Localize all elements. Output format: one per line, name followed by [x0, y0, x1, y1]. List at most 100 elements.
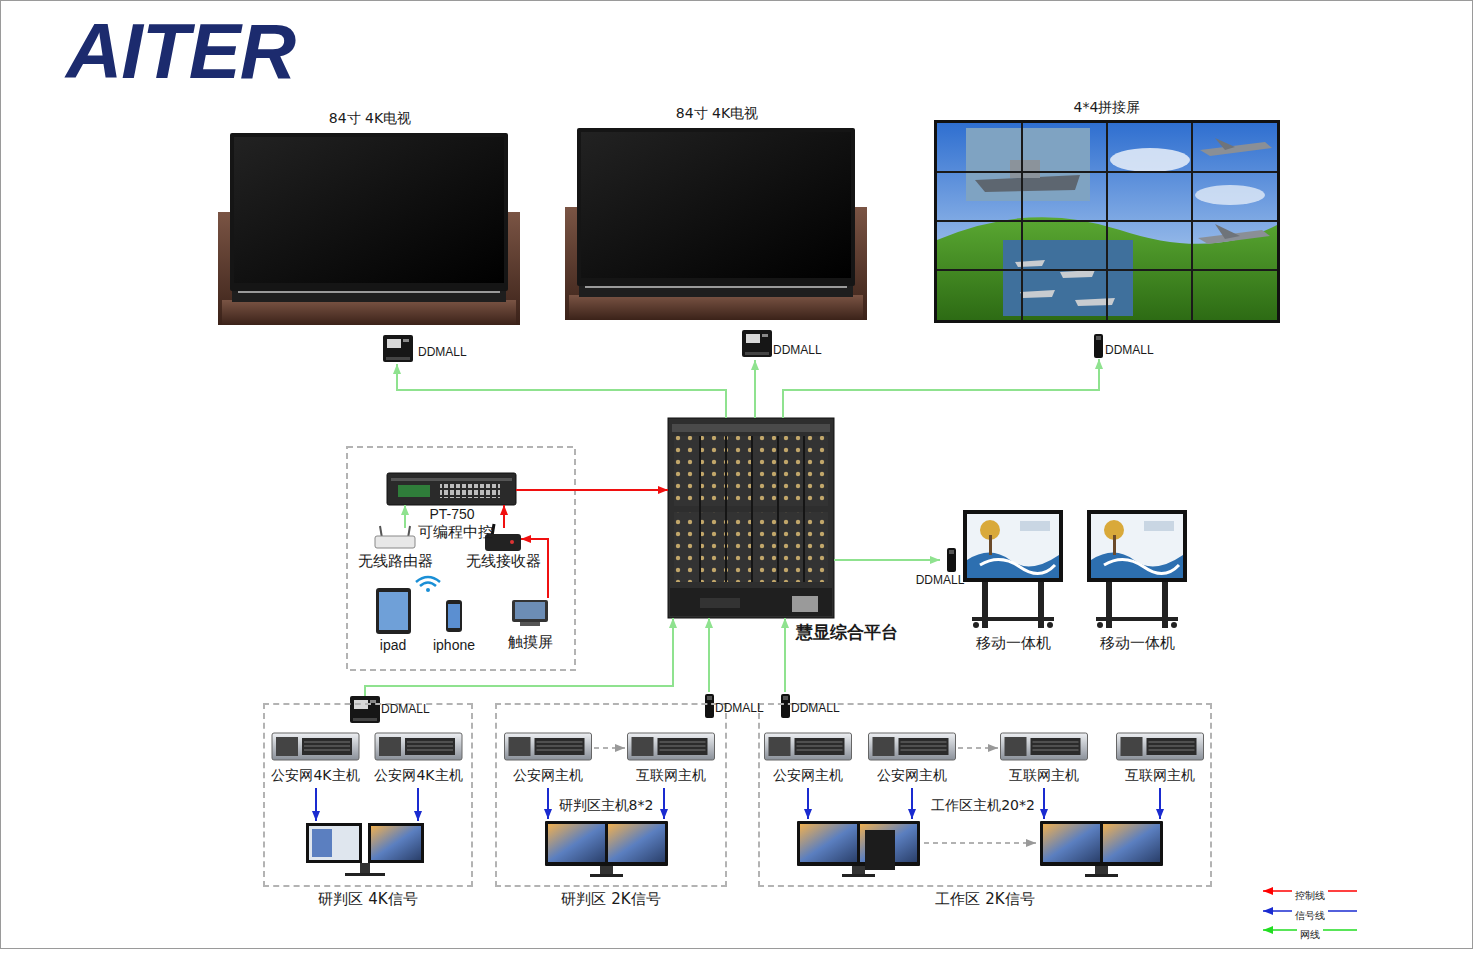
- video-wall: [934, 120, 1280, 323]
- host-server: 互联网主机: [1114, 732, 1206, 786]
- node-label: 工作区 2K信号: [760, 891, 1210, 908]
- host-server: 公安网主机: [762, 732, 854, 786]
- router-icon: [375, 526, 415, 548]
- server-illustration: [1001, 733, 1088, 760]
- text-slot: 工作区 2K信号: [760, 891, 1210, 908]
- note-label: 工作区主机20*2: [923, 797, 1043, 813]
- ipad-icon: [376, 588, 411, 634]
- legend-label: 网线: [1297, 929, 1323, 941]
- text-slot: 网线: [1270, 923, 1350, 942]
- platform-chassis: [792, 596, 818, 612]
- node-label: 移动一体机: [960, 635, 1066, 652]
- decoder-box: DDMALL: [741, 328, 833, 360]
- node-label: 84寸 4K电视: [215, 110, 525, 126]
- touch-panel-icon: [512, 600, 548, 622]
- integrated-platform: 慧显综合平台: [668, 418, 834, 618]
- host-server: 公安网主机: [502, 732, 594, 786]
- node-label: ipad: [363, 637, 423, 653]
- iphone-icon: [446, 600, 462, 632]
- controller-device: [387, 473, 516, 505]
- node-label: 无线接收器: [463, 553, 543, 570]
- node-label: 公安网主机: [866, 767, 958, 783]
- wireless-router: 无线路由器: [375, 528, 415, 550]
- server-illustration: [628, 733, 715, 760]
- text-slot: ipad: [363, 637, 423, 653]
- text-slot: DDMALL: [791, 702, 847, 716]
- node-label: 互联网主机: [1114, 767, 1206, 783]
- decoder-box: DDMALL: [940, 546, 966, 574]
- decoder-box: DDMALL: [1092, 331, 1164, 359]
- controller-device: [391, 478, 512, 481]
- monitor-illustration: [306, 823, 362, 863]
- node-label: 公安网主机: [502, 767, 594, 783]
- monitor-illustration: [306, 821, 1163, 877]
- tv-illustration: [218, 133, 520, 325]
- video-wall: [937, 123, 1277, 320]
- text-slot: 4*4拼接屏: [930, 99, 1284, 115]
- text-slot: 互联网主机: [1114, 767, 1206, 783]
- wifi-symbol: [426, 588, 430, 592]
- host-server: 公安网4K主机: [265, 732, 366, 786]
- signal-arrow: [417, 788, 419, 821]
- wifi-symbol: [416, 577, 440, 592]
- ddmall-icon: [947, 548, 956, 572]
- server-illustration: [869, 733, 956, 760]
- monitor-illustration: [368, 823, 424, 863]
- server-illustration: [375, 733, 462, 760]
- zone-group: 工作区 2K信号公安网主机公安网主机互联网主机互联网主机: [758, 703, 1212, 887]
- text-slot: 无线路由器: [350, 553, 440, 570]
- server-illustration: [505, 733, 592, 760]
- tv-illustration: [218, 128, 867, 325]
- node-label: 慧显综合平台: [796, 623, 916, 643]
- node-label: 互联网主机: [998, 767, 1090, 783]
- text-slot: DDMALL: [418, 346, 478, 360]
- host-server: 公安网4K主机: [368, 732, 469, 786]
- text-slot: 工作区主机20*2: [923, 797, 1043, 813]
- video-wall: [1195, 185, 1265, 205]
- dashed-arrow: [924, 842, 1036, 844]
- platform-chassis: [668, 418, 834, 618]
- wifi-symbol: [420, 583, 436, 587]
- connector: [404, 505, 406, 528]
- video-wall: [1075, 298, 1115, 306]
- ddmall-icon: [1094, 334, 1103, 358]
- router-icon: [375, 536, 415, 548]
- video-wall: [1215, 138, 1235, 150]
- text-slot: 触摸屏: [500, 634, 560, 651]
- platform-chassis: [725, 436, 727, 582]
- phone: iphone: [444, 598, 464, 634]
- legend-label: 控制线: [1292, 890, 1328, 902]
- zone-group: 研判区 2K信号公安网主机互联网主机: [495, 703, 727, 887]
- encoder-box: DDMALL: [780, 692, 846, 718]
- video-wall: [937, 123, 1277, 320]
- node-label: 移动一体机: [1084, 635, 1190, 652]
- ddmall-icon: [705, 694, 714, 718]
- logo-text: AITER: [66, 12, 326, 90]
- kiosk-illustration: [963, 510, 1187, 628]
- signal-arrow: [316, 788, 1160, 821]
- text-slot: 控制线: [1270, 884, 1350, 903]
- central-controller: PT-750可编程中控: [387, 473, 516, 505]
- ddmall-icon: [383, 335, 413, 362]
- node-label: 研判区 2K信号: [497, 891, 725, 908]
- video-wall: [937, 171, 1277, 173]
- text-slot: 可编程中控: [418, 524, 498, 541]
- text-slot: 无线接收器: [463, 553, 543, 570]
- controller-device: [398, 485, 430, 497]
- ddmall-icon: [742, 330, 772, 357]
- node-label: iphone: [424, 637, 484, 653]
- node-label: DDMALL: [791, 702, 847, 716]
- connector: [516, 489, 668, 491]
- connector: [708, 618, 710, 692]
- text-slot: DDMALL: [715, 702, 771, 716]
- text-slot: iphone: [424, 637, 484, 653]
- text-slot: 公安网主机: [866, 767, 958, 783]
- text-slot: 公安网4K主机: [368, 767, 469, 783]
- signal-arrow: [911, 788, 913, 819]
- node-label: 互联网主机: [625, 767, 717, 783]
- monitor-illustration: [312, 829, 332, 857]
- touch-panel: 触摸屏: [510, 598, 550, 626]
- node-label: 研判区 4K信号: [265, 891, 471, 908]
- node-label: 可编程中控: [418, 524, 498, 541]
